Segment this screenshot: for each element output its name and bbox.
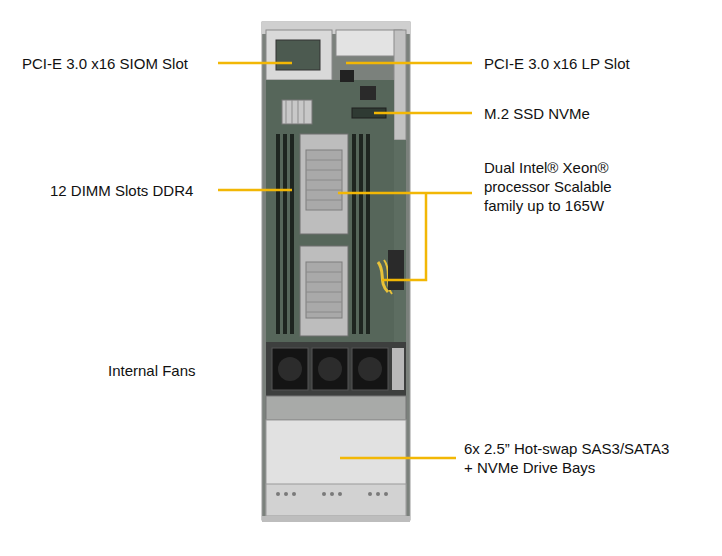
- callout-label: Internal Fans: [108, 361, 258, 380]
- callout-label: Dual Intel® Xeon® processor Scalable fam…: [484, 158, 644, 215]
- callout-label: 12 DIMM Slots DDR4: [50, 181, 212, 200]
- callout-label: M.2 SSD NVMe: [484, 104, 714, 123]
- callout-label: PCI-E 3.0 x16 LP Slot: [484, 54, 714, 73]
- callout-label: 6x 2.5” Hot-swap SAS3/SATA3 + NVMe Drive…: [464, 439, 676, 477]
- leader-lines: [218, 63, 472, 458]
- callout-label: PCI-E 3.0 x16 SIOM Slot: [22, 54, 212, 73]
